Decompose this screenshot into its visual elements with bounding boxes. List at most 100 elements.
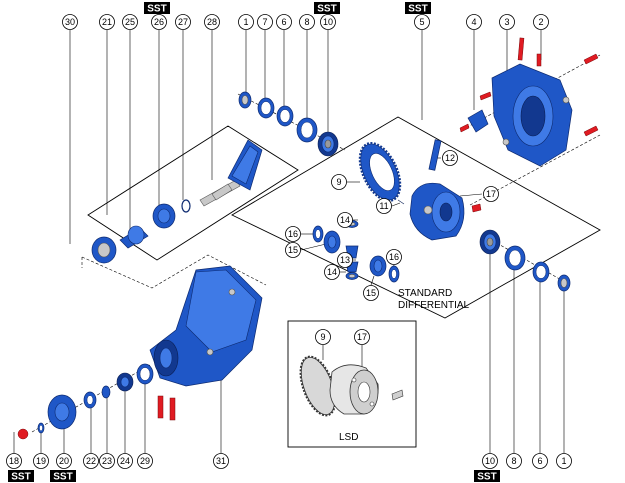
sst-tag-text: SST — [317, 4, 336, 15]
callout-number: 17 — [486, 189, 496, 199]
callout-circle — [276, 14, 292, 30]
pinion-assembly — [91, 139, 263, 264]
callout-circle — [6, 453, 22, 469]
callout-10: 10 — [482, 453, 498, 469]
callout-number: 8 — [304, 17, 309, 27]
callout-21: 21 — [99, 14, 115, 30]
callout-15: 15 — [285, 242, 301, 258]
callout-6: 6 — [532, 453, 548, 469]
callout-number: 20 — [59, 456, 69, 466]
callout-number: 29 — [140, 456, 150, 466]
lsd-label: LSD — [339, 432, 358, 443]
callout-circle — [137, 453, 153, 469]
callout-circle — [204, 14, 220, 30]
callout-circle — [83, 453, 99, 469]
callout-number: 7 — [262, 17, 267, 27]
callout-circle — [506, 453, 522, 469]
callout-24: 24 — [117, 453, 133, 469]
callout-circle — [354, 329, 370, 345]
callout-16: 16 — [285, 226, 301, 242]
callout-circle — [62, 14, 78, 30]
callout-number: 13 — [340, 255, 350, 265]
callout-number: 5 — [419, 17, 424, 27]
sst-tag-background — [144, 2, 170, 14]
callout-4: 4 — [466, 14, 482, 30]
callout-14: 14 — [324, 264, 340, 280]
callout-3: 3 — [499, 14, 515, 30]
ring-gear — [358, 142, 402, 202]
callout-circle — [238, 14, 254, 30]
callout-20: 20 — [56, 453, 72, 469]
flange-stack — [17, 363, 154, 440]
callout-15: 15 — [363, 285, 379, 301]
callout-number: 27 — [178, 17, 188, 27]
callout-circle — [33, 453, 49, 469]
callout-9: 9 — [315, 329, 331, 345]
callout-circle — [499, 14, 515, 30]
callout-number: 8 — [511, 456, 516, 466]
callout-circle — [533, 14, 549, 30]
callout-16: 16 — [386, 249, 402, 265]
callout-number: 3 — [504, 17, 509, 27]
callout-circle — [285, 242, 301, 258]
callout-number: 1 — [243, 17, 248, 27]
bracket — [467, 109, 489, 133]
sst-tag: SST — [314, 2, 340, 15]
sst-tag: SST — [8, 470, 34, 483]
callout-number: 22 — [86, 456, 96, 466]
callout-22: 22 — [83, 453, 99, 469]
callout-13: 13 — [337, 252, 353, 268]
sst-tag-background — [474, 470, 500, 482]
callout-1: 1 — [238, 14, 254, 30]
callout-number: 21 — [102, 17, 112, 27]
callout-number: 15 — [288, 245, 298, 255]
callout-17: 17 — [483, 186, 499, 202]
callout-26: 26 — [151, 14, 167, 30]
callout-circle — [99, 14, 115, 30]
callout-number: 25 — [125, 17, 135, 27]
callout-5: 5 — [414, 14, 430, 30]
callout-29: 29 — [137, 453, 153, 469]
callout-circle — [315, 329, 331, 345]
sst-tag-text: SST — [11, 472, 30, 483]
sst-tag-text: SST — [53, 472, 72, 483]
callout-8: 8 — [506, 453, 522, 469]
callout-number: 9 — [336, 177, 341, 187]
lsd-inset-frame — [287, 320, 417, 448]
callout-circle — [363, 285, 379, 301]
callout-19: 19 — [33, 453, 49, 469]
callout-27: 27 — [175, 14, 191, 30]
callout-number: 18 — [9, 456, 19, 466]
callout-circle — [483, 186, 499, 202]
callout-circle — [285, 226, 301, 242]
sst-tag-text: SST — [477, 472, 496, 483]
callout-number: 10 — [323, 17, 333, 27]
callout-circle — [257, 14, 273, 30]
standard-differential-label-line1: STANDARD — [398, 288, 452, 299]
callout-number: 10 — [485, 456, 495, 466]
callout-circle — [532, 453, 548, 469]
bolts — [459, 37, 599, 137]
callout-circle — [414, 14, 430, 30]
pinion-shaft — [397, 139, 442, 205]
standard-differential-label-line2: DIFFERENTIAL — [398, 300, 470, 311]
callout-circle — [151, 14, 167, 30]
callout-circle — [99, 453, 115, 469]
callout-circle — [213, 453, 229, 469]
callout-circle — [117, 453, 133, 469]
callout-circle — [376, 198, 392, 214]
callout-number: 2 — [538, 17, 543, 27]
sst-tag-background — [50, 470, 76, 482]
callout-circle — [175, 14, 191, 30]
callout-number: 15 — [366, 288, 376, 298]
callout-2: 2 — [533, 14, 549, 30]
callout-7: 7 — [257, 14, 273, 30]
callout-number: 31 — [216, 456, 226, 466]
sst-tag-text: SST — [408, 4, 427, 15]
callout-circle — [56, 453, 72, 469]
callout-number: 19 — [36, 456, 46, 466]
callout-circle — [482, 453, 498, 469]
sst-tag-text: SST — [147, 4, 166, 15]
callout-9: 9 — [331, 174, 347, 190]
